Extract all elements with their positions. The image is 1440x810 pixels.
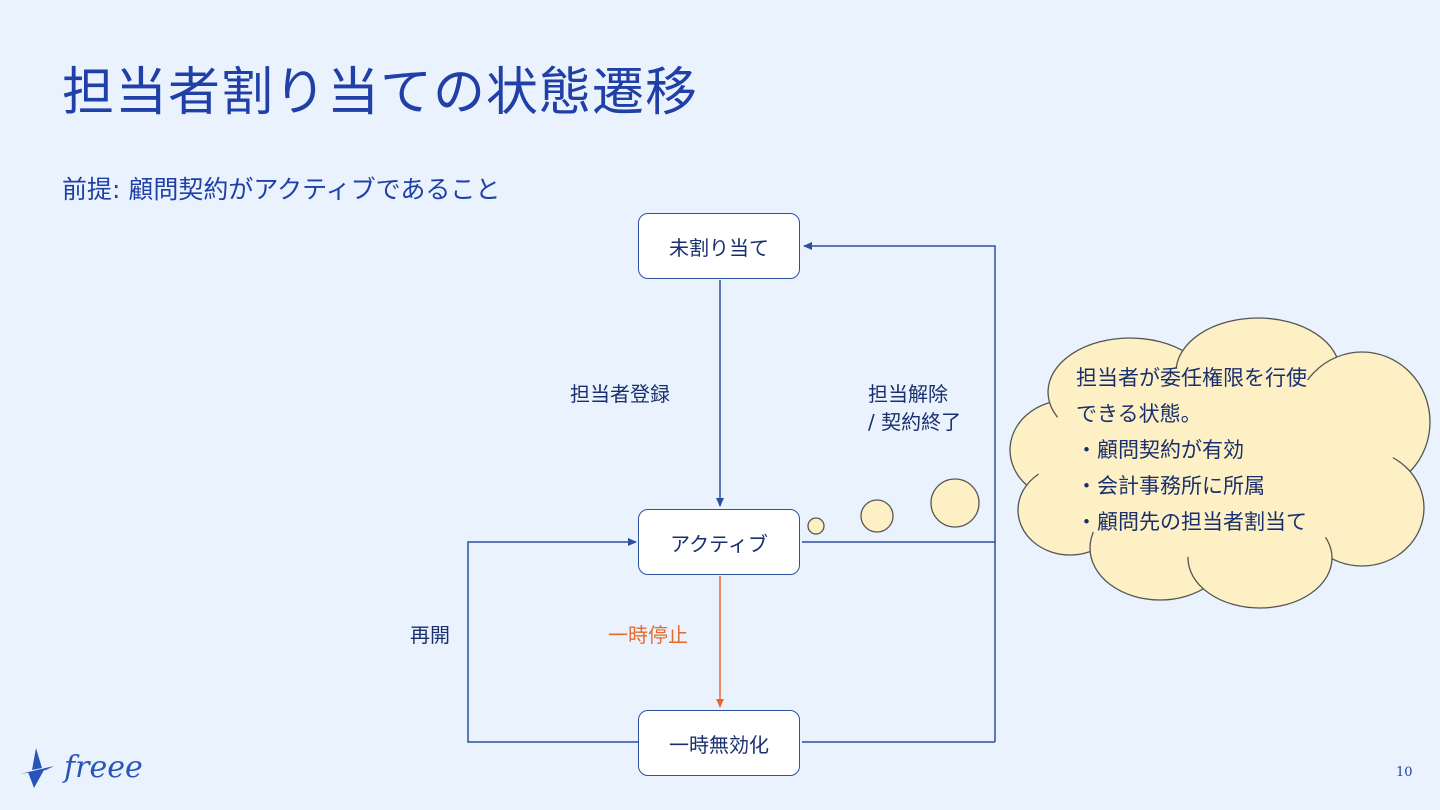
cloud-note-line: ・顧問先の担当者割当て bbox=[1076, 510, 1307, 534]
cloud-body bbox=[1037, 366, 1393, 558]
cloud-note-line: ・会計事務所に所属 bbox=[1076, 474, 1265, 498]
cloud-note: 担当者が委任権限を行使 できる状態。 ・顧問契約が有効 ・会計事務所に所属 ・顧… bbox=[1076, 360, 1307, 540]
cloud-note-line: できる状態。 bbox=[1076, 402, 1202, 426]
bird-icon bbox=[20, 748, 54, 788]
resume-arrow bbox=[467, 538, 638, 743]
release-arrow bbox=[803, 242, 996, 742]
state-unassigned: 未割り当て bbox=[638, 213, 800, 279]
transition-label-pause: 一時停止 bbox=[608, 623, 688, 647]
transition-label-release-1: 担当解除 bbox=[868, 382, 948, 406]
logo-text: freee bbox=[64, 749, 143, 785]
page-number: 10 bbox=[1396, 765, 1413, 780]
transition-label-assign: 担当者登録 bbox=[570, 382, 670, 406]
cloud-note-line: ・顧問契約が有効 bbox=[1076, 438, 1244, 462]
state-suspended: 一時無効化 bbox=[638, 710, 800, 776]
freee-logo: freee bbox=[18, 744, 143, 790]
cloud-note-line: 担当者が委任権限を行使 bbox=[1076, 366, 1307, 390]
transition-label-release-2: / 契約終了 bbox=[868, 410, 962, 434]
state-active: アクティブ bbox=[638, 509, 800, 575]
slide-title: 担当者割り当ての状態遷移 bbox=[62, 63, 699, 123]
transition-label-resume: 再開 bbox=[410, 623, 450, 647]
transition-arrows bbox=[467, 242, 996, 743]
premise-text: 前提: 顧問契約がアクティブであること bbox=[62, 175, 501, 204]
